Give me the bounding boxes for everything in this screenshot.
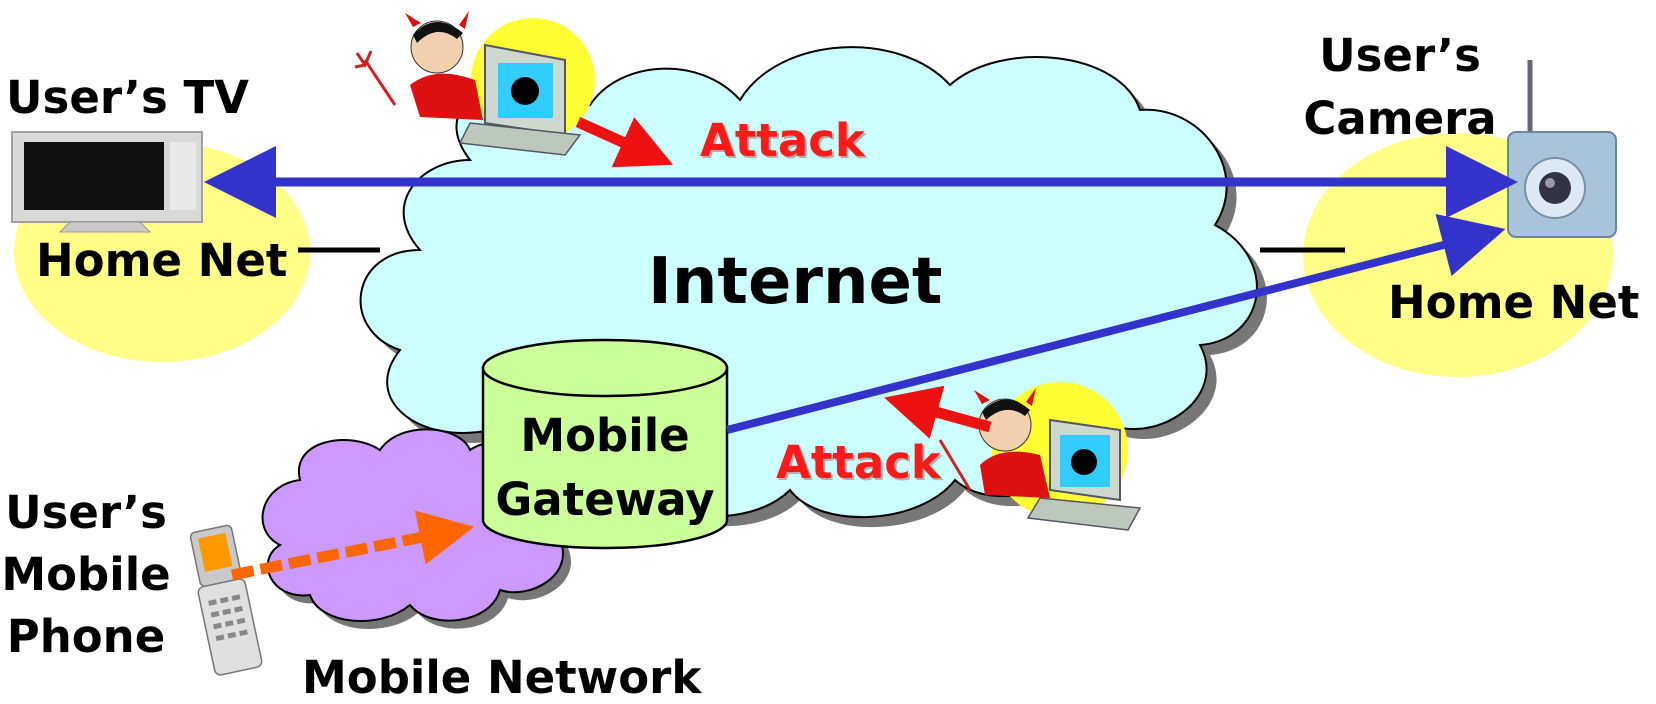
users-mobile-label-line1: User’s <box>5 486 167 539</box>
attack-label-top: Attack <box>700 114 865 167</box>
users-mobile-label-line2: Mobile <box>1 548 171 601</box>
attack-arrow-top <box>575 116 674 168</box>
attacker-icon <box>354 11 595 156</box>
users-camera-label-line1: User’s <box>1319 29 1481 82</box>
users-tv-label: User’s TV <box>6 71 249 124</box>
mobile-network-label: Mobile Network <box>302 651 702 704</box>
attacker-icon <box>938 382 1142 531</box>
camera-icon <box>1507 60 1617 238</box>
mobile-gateway-label-line1: Mobile <box>520 409 690 462</box>
home-net-right-label: Home Net <box>1388 276 1640 329</box>
mobile-phone-icon <box>189 524 263 676</box>
internet-label: Internet <box>648 245 943 319</box>
attack-label-bottom: Attack <box>776 436 941 489</box>
gateway-camera-connection-arrow <box>726 214 1506 434</box>
attack-arrow-bottom <box>884 385 992 439</box>
mobile-link-arrow <box>230 510 475 581</box>
users-mobile-label-line3: Phone <box>6 610 166 663</box>
mobile-gateway-label-line2: Gateway <box>495 473 715 526</box>
users-camera-label-line2: Camera <box>1303 92 1497 145</box>
home-net-left-label: Home Net <box>36 234 288 287</box>
database-cylinder-icon <box>481 338 729 550</box>
tv-icon <box>11 131 203 233</box>
